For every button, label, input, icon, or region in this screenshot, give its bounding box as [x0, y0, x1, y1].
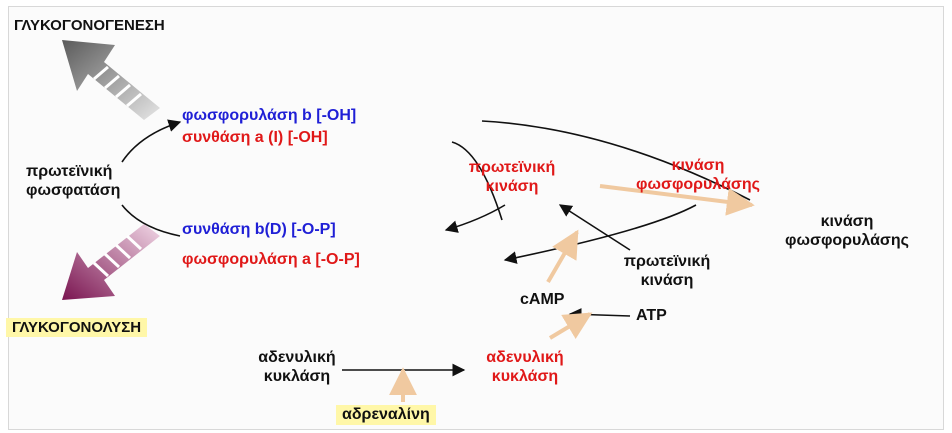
adenylate-cyclase-inactive-line1: αδενυλική	[258, 349, 336, 366]
label-adenylate-cyclase-inactive: αδενυλική κυκλάση	[242, 350, 352, 385]
label-protein-kinase-inactive: πρωτεϊνική κινάση	[608, 254, 726, 289]
adenylate-cyclase-inactive-line2: κυκλάση	[263, 368, 331, 385]
activation-arrow-cyclase-to-camp	[548, 312, 593, 340]
phosphorylase-kinase-active-line1: κινάση	[671, 157, 725, 174]
arrow-phosphorylase-b-to-kinase	[481, 120, 751, 201]
activation-arrow-camp-to-pk	[546, 229, 579, 284]
protein-phosphatase-line2: φωσφατάση	[26, 182, 121, 199]
arrow-kinase-to-phosphorylase-a	[503, 204, 697, 264]
label-synthase-b: συνθάση b(D) [-O-P]	[182, 221, 336, 238]
label-adrenaline: αδρεναλίνη	[336, 405, 436, 425]
title-glycogenolysis: ΓΛΥΚΟΓΟΝΟΛΥΣΗ	[6, 318, 148, 337]
label-synthase-a: συνθάση a (I) [-OH]	[182, 129, 328, 146]
label-phosphorylase-b: φωσφορυλάση b [-OH]	[182, 107, 357, 124]
protein-phosphatase-line1: πρωτεϊνική	[26, 163, 113, 180]
label-protein-kinase-active: πρωτεϊνική κινάση	[452, 160, 572, 195]
phosphorylase-kinase-inactive-line1: κινάση	[820, 213, 874, 230]
glycogenesis-arrow	[62, 40, 160, 120]
protein-kinase-active-line2: κινάση	[485, 178, 539, 195]
title-glycogenesis: ΓΛΥΚΟΓΟΝΟΓΕΝΕΣΗ	[14, 17, 165, 34]
label-camp: cAMP	[520, 291, 565, 308]
label-protein-phosphatase: πρωτεϊνική φωσφατάση	[26, 164, 120, 199]
label-atp: ATP	[636, 307, 667, 324]
arrow-phosphatase-from-synthase-b	[121, 204, 181, 237]
protein-kinase-inactive-line2: κινάση	[640, 272, 694, 289]
activation-arrow-pk-to-phk	[599, 184, 755, 216]
label-phosphorylase-kinase-active: κινάση φωσφορυλάσης	[618, 158, 778, 193]
arrow-phosphatase-to-phosphorylase-b	[121, 119, 182, 163]
label-phosphorylase-kinase-inactive: κινάση φωσφορυλάσης	[752, 214, 942, 249]
arrow-pk-inactive-to-active	[558, 204, 631, 251]
glycogenolysis-arrow	[62, 224, 160, 300]
adenylate-cyclase-active-line2: κυκλάση	[491, 368, 559, 385]
protein-kinase-active-line1: πρωτεϊνική	[468, 159, 556, 176]
arrow-kinase-to-synthase-b	[444, 204, 506, 233]
adenylate-cyclase-active-line1: αδενυλική	[486, 349, 564, 366]
label-adenylate-cyclase-active: αδενυλική κυκλάση	[466, 350, 584, 385]
phosphorylase-kinase-active-line2: φωσφορυλάσης	[636, 176, 760, 193]
diagram-panel	[8, 6, 944, 430]
arrow-atp-to-camp	[568, 307, 631, 321]
protein-kinase-inactive-line1: πρωτεϊνική	[623, 253, 711, 270]
arrow-synthase-a-to-kinase	[451, 141, 503, 221]
phosphorylase-kinase-inactive-line2: φωσφορυλάσης	[785, 232, 909, 249]
label-phosphorylase-a: φωσφορυλάση a [-O-P]	[182, 251, 360, 268]
